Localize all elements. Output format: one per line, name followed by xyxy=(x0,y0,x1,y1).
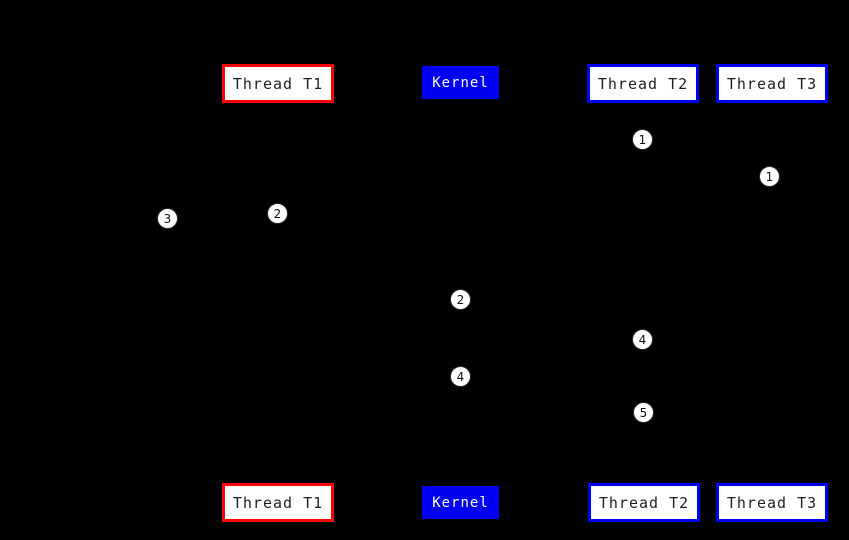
thread-t3-box-bottom: Thread T3 xyxy=(716,483,828,522)
event-marker-1-thread-t2: 1 xyxy=(632,129,653,150)
event-marker-label: 5 xyxy=(639,405,648,420)
thread-t1-label-bottom: Thread T1 xyxy=(232,493,324,512)
event-marker-label: 1 xyxy=(765,169,774,184)
thread-t3-label-bottom: Thread T3 xyxy=(726,493,818,512)
event-marker-label: 3 xyxy=(163,211,172,226)
event-marker-2-kernel: 2 xyxy=(450,289,471,310)
event-marker-2-thread-t1: 2 xyxy=(267,203,288,224)
kernel-label-bottom: Kernel xyxy=(432,494,489,511)
kernel-box-bottom: Kernel xyxy=(422,486,499,519)
kernel-box-top: Kernel xyxy=(422,66,499,99)
event-marker-label: 1 xyxy=(638,132,647,147)
thread-t3-label-top: Thread T3 xyxy=(726,74,818,93)
kernel-label-top: Kernel xyxy=(432,74,489,91)
event-marker-1-thread-t3: 1 xyxy=(759,166,780,187)
event-marker-label: 2 xyxy=(273,206,282,221)
event-marker-4-kernel: 4 xyxy=(450,366,471,387)
event-marker-label: 4 xyxy=(638,332,647,347)
event-marker-5-thread-t2: 5 xyxy=(633,402,654,423)
event-marker-3: 3 xyxy=(157,208,178,229)
thread-t2-label-top: Thread T2 xyxy=(597,74,689,93)
thread-t2-label-bottom: Thread T2 xyxy=(598,493,690,512)
thread-t1-label-top: Thread T1 xyxy=(232,74,324,93)
thread-t3-box-top: Thread T3 xyxy=(716,64,828,103)
thread-t1-box-top: Thread T1 xyxy=(222,64,334,103)
event-marker-4-thread-t2: 4 xyxy=(632,329,653,350)
thread-t2-box-top: Thread T2 xyxy=(587,64,699,103)
thread-t2-box-bottom: Thread T2 xyxy=(588,483,700,522)
thread-t1-box-bottom: Thread T1 xyxy=(222,483,334,522)
event-marker-label: 4 xyxy=(456,369,465,384)
event-marker-label: 2 xyxy=(456,292,465,307)
